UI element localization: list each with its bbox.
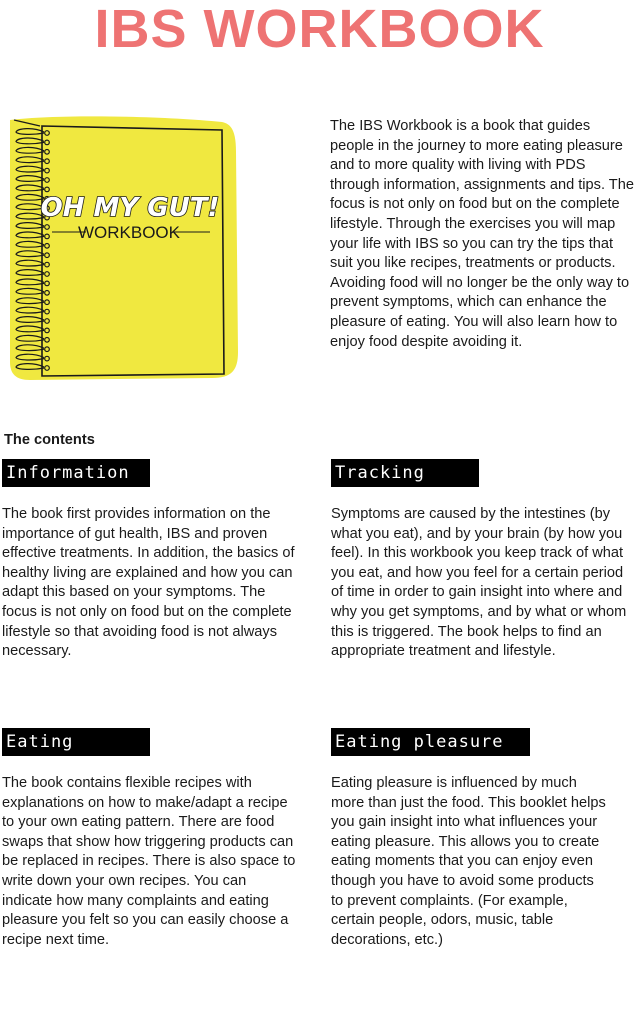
spiral-hole: [44, 252, 50, 259]
contents-heading: The contents: [4, 432, 95, 448]
section-text-eating-pleasure: Eating pleasure is influenced by much mo…: [331, 775, 606, 948]
spiral-ring: [15, 344, 45, 352]
spiral-ring: [15, 259, 45, 267]
spiral-ring: [15, 240, 45, 248]
section-text-tracking: Symptoms are caused by the intestines (b…: [331, 506, 627, 660]
spiral-ring: [15, 269, 45, 276]
spiral-ring: [15, 316, 45, 323]
spiral-hole: [44, 148, 50, 155]
spiral-ring: [15, 137, 45, 145]
intro-paragraph: Avoiding food will no longer be the only…: [330, 274, 630, 350]
section-text-eating: The book contains flexible recipes with …: [2, 775, 296, 948]
intro-text: The IBS Workbook is a book that guides p…: [330, 117, 635, 352]
spiral-hole: [44, 158, 50, 165]
notebook-illustration: OH MY GUT! WORKBOOK: [0, 112, 250, 384]
section-label-eating: Eating: [2, 728, 150, 756]
spiral-ring: [15, 156, 45, 164]
spiral-hole: [44, 355, 50, 362]
spiral-ring: [15, 250, 45, 258]
spiral-hole: [44, 336, 50, 343]
spiral-ring: [15, 165, 45, 173]
spiral-hole: [44, 130, 50, 136]
spiral-hole: [44, 261, 50, 268]
spiral-ring: [15, 212, 45, 220]
section-label-information: Information: [2, 459, 150, 487]
spiral-hole: [44, 242, 50, 249]
spiral-hole: [44, 167, 50, 174]
spiral-hole: [44, 195, 50, 202]
notebook-image: OH MY GUT! WORKBOOK: [10, 116, 238, 380]
spiral-hole: [44, 214, 50, 221]
spiral-ring: [15, 175, 45, 182]
spiral-hole: [44, 224, 50, 230]
section-text-information: The book first provides information on t…: [2, 506, 295, 660]
cover-subtitle: WORKBOOK: [78, 223, 181, 242]
spiral-hole: [44, 289, 50, 296]
intro-paragraph: The IBS Workbook is a book that guides p…: [330, 118, 634, 272]
spiral-hole: [44, 280, 50, 287]
spiral-ring: [15, 353, 45, 361]
spiral-binding: [15, 128, 50, 371]
spiral-ring: [15, 334, 45, 342]
spiral-ring: [15, 363, 45, 370]
spiral-ring: [15, 184, 45, 192]
spiral-hole: [44, 308, 50, 315]
spiral-ring: [15, 287, 45, 295]
spiral-ring: [15, 128, 45, 135]
spiral-ring: [15, 278, 45, 286]
spiral-ring: [15, 306, 45, 314]
notebook-cover: [10, 116, 238, 380]
cover-title: OH MY GUT!: [41, 193, 220, 223]
spiral-ring: [15, 222, 45, 229]
section-label-eating-pleasure: Eating pleasure: [331, 728, 530, 756]
spiral-ring: [15, 231, 45, 239]
spiral-ring: [15, 297, 45, 305]
spiral-hole: [44, 271, 50, 277]
spiral-hole: [44, 327, 50, 334]
page-title: IBS WORKBOOK: [94, 0, 545, 59]
spiral-hole: [44, 346, 50, 353]
spiral-ring: [15, 146, 45, 154]
spiral-hole: [44, 139, 50, 146]
spiral-hole: [44, 205, 50, 212]
spiral-ring: [15, 325, 45, 333]
spiral-hole: [44, 177, 50, 183]
spiral-hole: [44, 318, 50, 324]
spiral-hole: [44, 233, 50, 240]
spiral-ring: [15, 193, 45, 201]
section-label-tracking: Tracking: [331, 459, 479, 487]
spiral-hole: [44, 299, 50, 306]
spiral-hole: [44, 186, 50, 193]
spiral-hole: [44, 365, 50, 371]
spiral-ring: [15, 203, 45, 211]
